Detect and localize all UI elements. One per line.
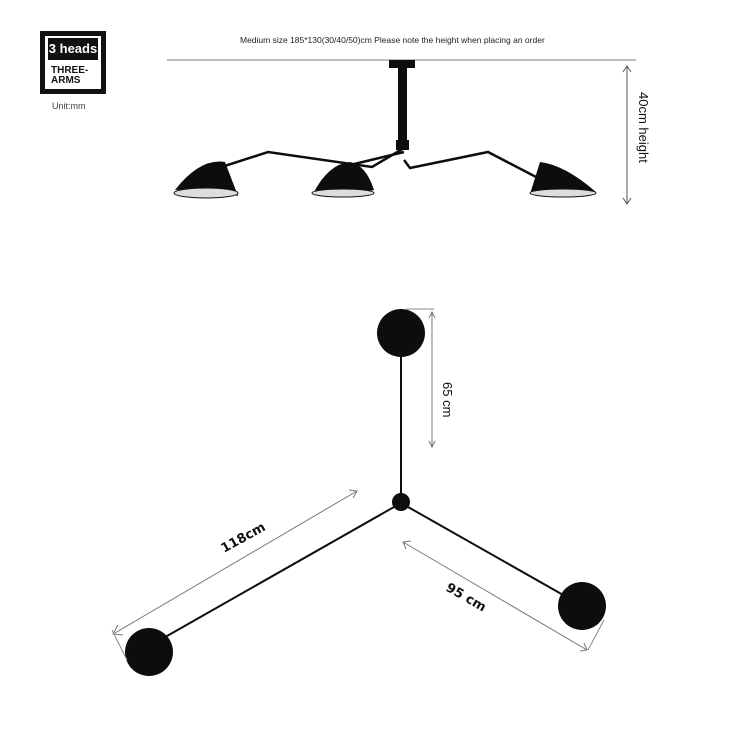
arm-left: [159, 502, 402, 641]
badge-arms-label: THREE- ARMS: [51, 66, 101, 86]
unit-label: Unit:mm: [52, 101, 86, 111]
dimension-left-label: 118cm: [219, 520, 269, 557]
dimension-top-label: 65 cm: [440, 382, 455, 417]
shade-left: [175, 161, 238, 196]
height-dimension: 40cm height: [622, 65, 651, 205]
lamp-stem: [398, 66, 407, 146]
dimension-top-arm: 65 cm: [406, 308, 455, 449]
lamp-top-view: [125, 309, 606, 676]
arm-right: [400, 502, 573, 601]
ceiling-mount: [389, 60, 415, 68]
center-hub: [392, 493, 410, 511]
badge-heads-label: 3 heads: [48, 38, 98, 60]
shade-top-view-left: [125, 628, 173, 676]
arm-left-side: [205, 146, 405, 174]
shade-top-view-top: [377, 309, 425, 357]
shade-left-rim: [173, 187, 239, 199]
shade-middle: [313, 162, 374, 195]
shade-right: [530, 162, 596, 194]
height-label: 40cm height: [636, 92, 651, 163]
lamp-side-view: [173, 60, 597, 199]
arm-right-side: [403, 150, 539, 180]
stem-joint: [396, 140, 409, 150]
size-caption: Medium size 185*130(30/40/50)cm Please n…: [240, 35, 545, 45]
product-badge: 3 heads THREE- ARMS: [40, 31, 106, 94]
badge-arms-text: THREE- ARMS: [51, 65, 89, 86]
shade-top-view-right: [558, 582, 606, 630]
shade-right-rim: [529, 188, 597, 198]
shade-middle-rim: [311, 188, 375, 198]
dimension-right-label: 95 cm: [443, 580, 488, 615]
